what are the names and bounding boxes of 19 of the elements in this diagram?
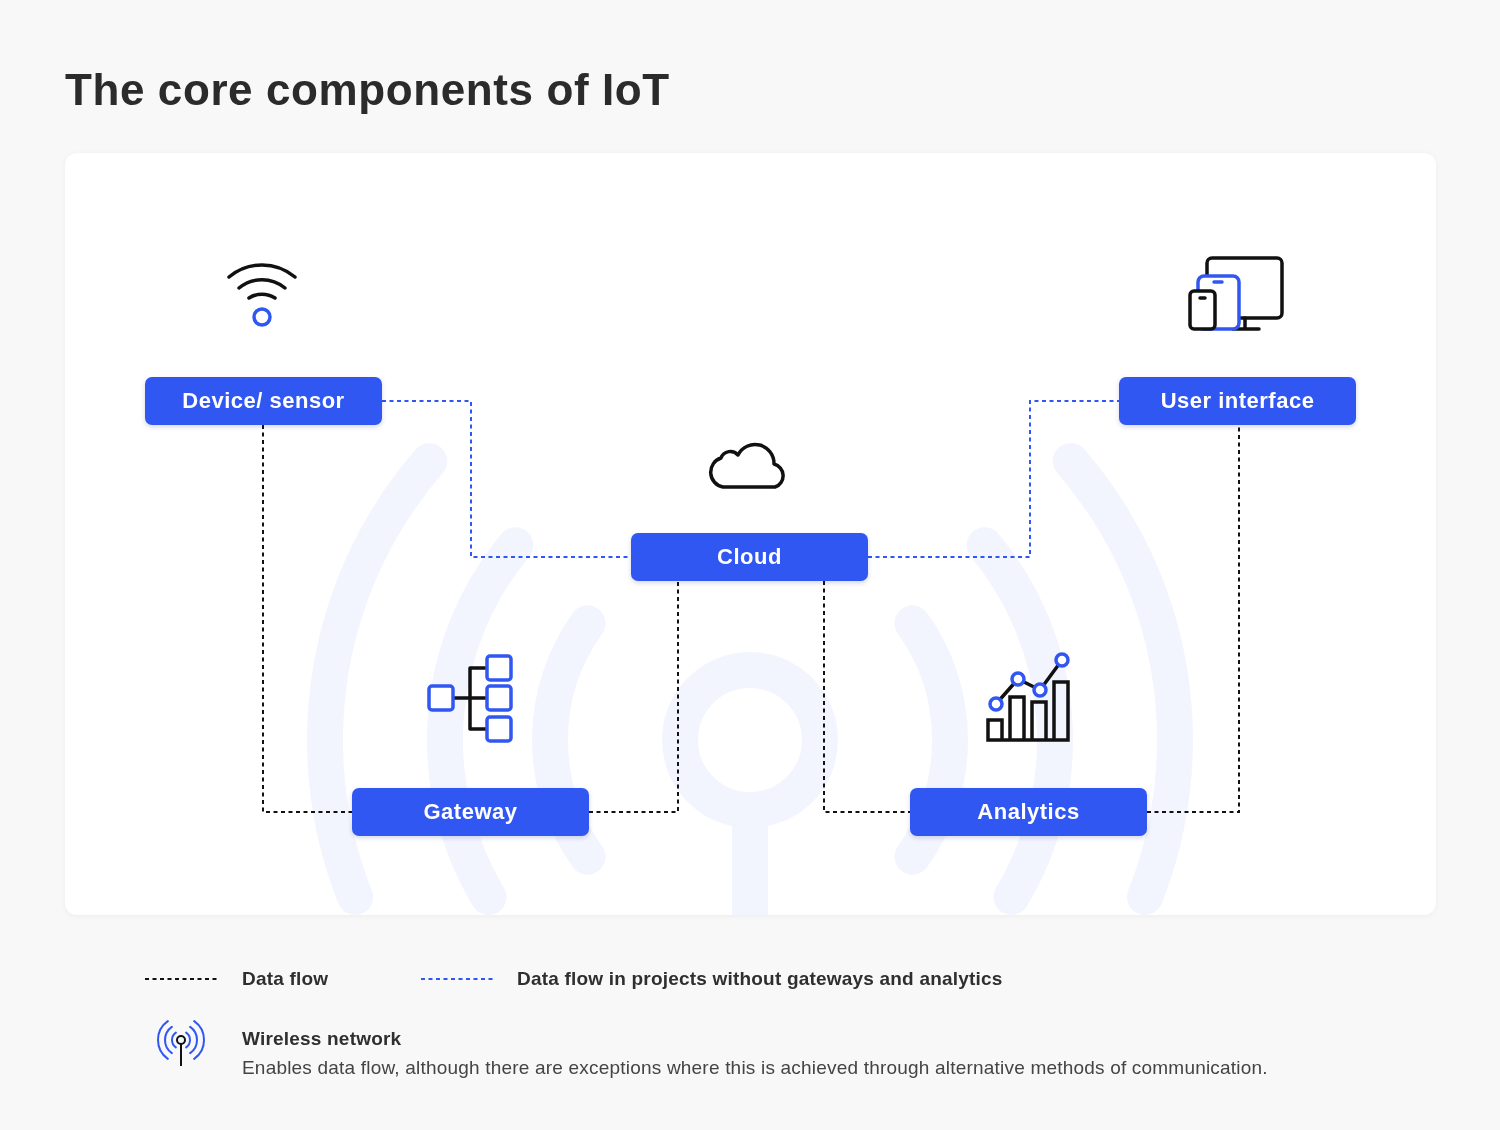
legend-text: Data flow in projects without gateways and analytics <box>517 967 1003 991</box>
process-box <box>352 788 589 836</box>
title: The core components of IoT <box>65 64 670 116</box>
connector-line <box>262 424 353 813</box>
legend-description: Enables data flow, although there are exceptions where this is achieved through alternative methods of communication. <box>242 1056 1268 1080</box>
node-label: Device/ sensor <box>182 387 345 415</box>
node-label: Cloud <box>717 543 782 571</box>
legend-text: Data flow <box>242 967 329 991</box>
node-label: User interface <box>1160 387 1315 415</box>
connector-line <box>823 580 911 813</box>
process-box <box>910 788 1147 836</box>
process-box <box>145 377 382 425</box>
node-label: Analytics <box>977 798 1080 826</box>
process-box <box>1119 377 1356 425</box>
connector-line <box>588 580 679 813</box>
process-box <box>631 533 868 581</box>
connector-line <box>867 400 1120 558</box>
node-label: Gateway <box>423 798 518 826</box>
legend-text: Wireless network <box>242 1027 402 1051</box>
